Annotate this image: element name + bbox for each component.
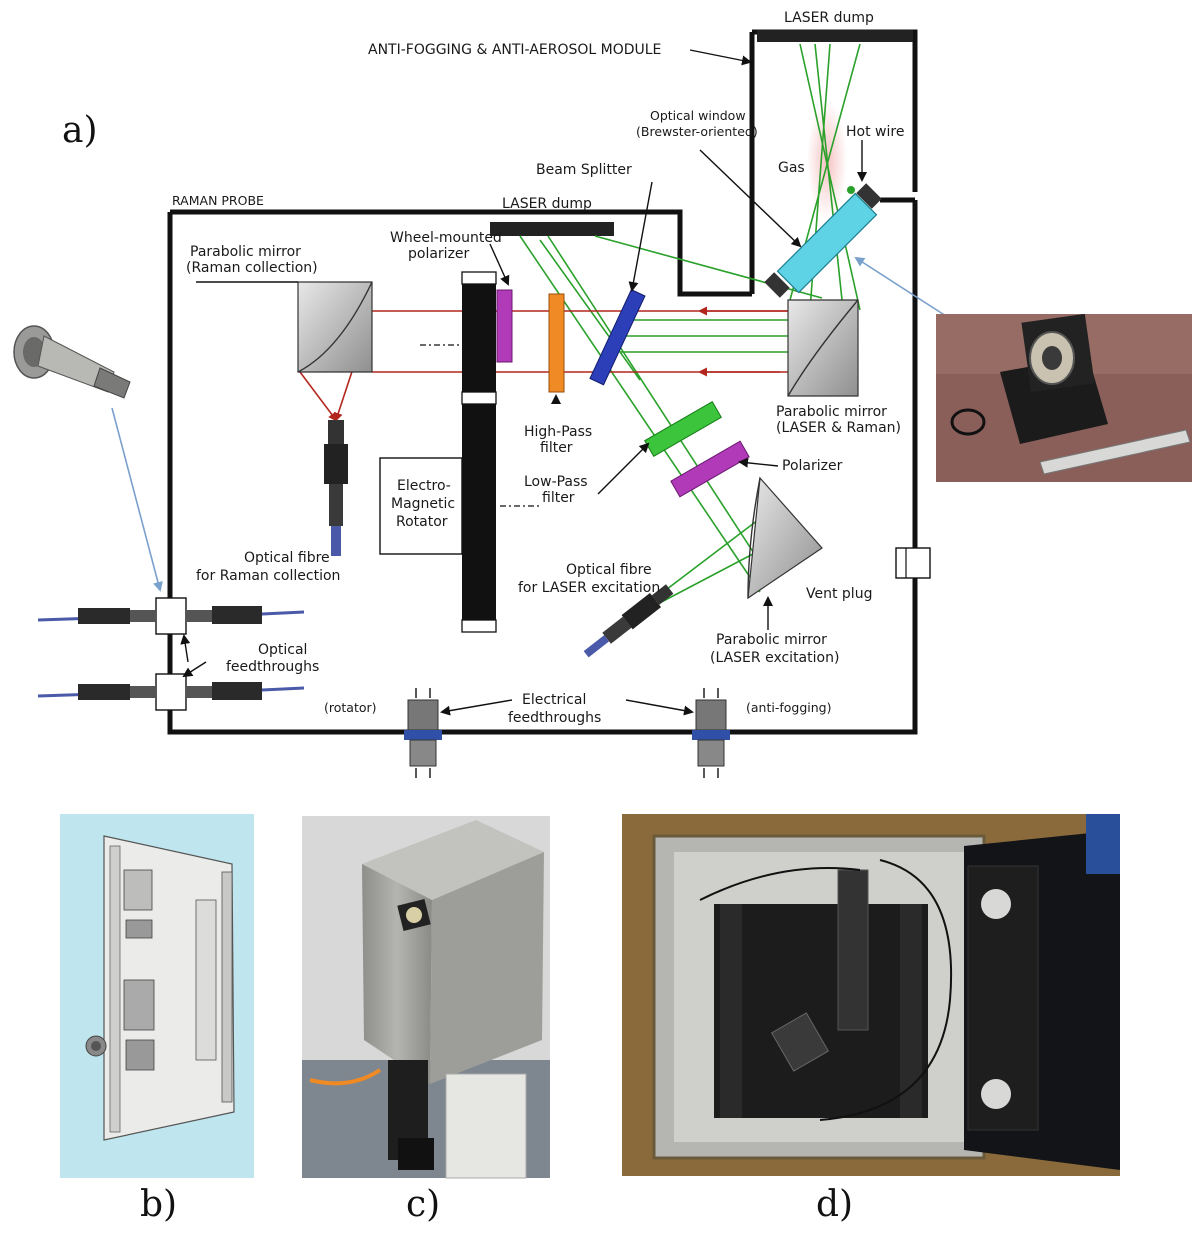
parabolic-mirror-raman [297, 281, 373, 373]
label-wheel-pol-2: polarizer [408, 246, 470, 262]
label-fibre-raman-2: for Raman collection [196, 568, 340, 584]
label-parabolic-raman-2: (Raman collection) [186, 260, 318, 276]
optical-fibre-laser [583, 584, 674, 658]
label-optical-feed-2: feedthroughs [226, 659, 319, 675]
parabolic-mirror-laser-raman [787, 299, 859, 397]
label-vent-plug: Vent plug [806, 586, 872, 602]
label-emr-2: Magnetic [391, 496, 455, 512]
label-electrical-feed-1: Electrical [522, 692, 586, 708]
wheel-polarizer-column [461, 271, 497, 633]
high-pass-filter [548, 293, 565, 393]
laser-dump-top [757, 30, 913, 42]
panel-label-d: d) [816, 1184, 853, 1225]
panel-c-photo [302, 816, 550, 1179]
label-raman-probe: RAMAN PROBE [172, 193, 264, 208]
hot-wire [847, 186, 855, 194]
label-laser-dump-top: LASER dump [784, 10, 874, 26]
label-anti-fogging: (anti-fogging) [746, 700, 831, 715]
label-emr-1: Electro- [397, 478, 451, 494]
label-hot-wire: Hot wire [846, 124, 904, 140]
low-pass-filter [644, 401, 722, 457]
electrical-feedthrough-antifog [692, 688, 730, 778]
label-low-pass-2: filter [542, 490, 575, 506]
label-anti-fog-module: ANTI-FOGGING & ANTI-AEROSOL MODULE [368, 42, 661, 58]
label-fibre-raman-1: Optical fibre [244, 550, 330, 566]
label-parabolic-laser-raman-2: (LASER & Raman) [776, 420, 901, 436]
optical-window [764, 183, 882, 298]
label-fibre-laser-1: Optical fibre [566, 562, 652, 578]
label-optical-window-2: (Brewster-oriented) [636, 124, 758, 139]
label-emr-3: Rotator [396, 514, 448, 530]
panel-b-cad [60, 814, 254, 1178]
label-parabolic-exc-2: (LASER excitation) [710, 650, 839, 666]
electro-magnetic-rotator [379, 457, 463, 555]
label-beam-splitter: Beam Splitter [536, 162, 632, 178]
label-fibre-laser-2: for LASER excitation [518, 580, 660, 596]
label-optical-window-1: Optical window [650, 108, 746, 123]
panel-label-b: b) [140, 1184, 177, 1225]
label-gas: Gas [778, 160, 805, 176]
label-high-pass-2: filter [540, 440, 573, 456]
panel-a-labels: LASER dump ANTI-FOGGING & ANTI-AEROSOL M… [172, 10, 904, 726]
label-parabolic-laser-raman-1: Parabolic mirror [776, 404, 887, 420]
label-optical-feed-1: Optical [258, 642, 307, 658]
beam-splitter [589, 288, 646, 386]
label-wheel-pol-1: Wheel-mounted [390, 230, 502, 246]
leader-arrows [111, 49, 947, 716]
window-mount-photo [936, 313, 1192, 482]
label-high-pass-1: High-Pass [524, 424, 592, 440]
parabolic-mirror-excitation [747, 476, 823, 600]
raman-beams [299, 306, 858, 422]
connector-photo [13, 325, 131, 399]
wheel-polarizer-element [496, 289, 513, 363]
label-parabolic-exc-1: Parabolic mirror [716, 632, 827, 648]
label-polarizer: Polarizer [782, 458, 843, 474]
label-laser-dump-mid: LASER dump [502, 196, 592, 212]
optical-fibre-raman [324, 420, 348, 556]
polarizer-element [670, 440, 750, 498]
laser-dump-mid [490, 222, 614, 236]
label-parabolic-raman-1: Parabolic mirror [190, 244, 301, 260]
label-rotator: (rotator) [324, 700, 377, 715]
panel-label-a: a) [62, 110, 98, 151]
optical-feedthroughs [37, 597, 305, 711]
panel-label-c: c) [406, 1184, 440, 1225]
label-electrical-feed-2: feedthroughs [508, 710, 601, 726]
panel-d-photo [622, 814, 1120, 1176]
electrical-feedthrough-rotator [404, 688, 442, 778]
vent-plug [895, 547, 931, 579]
label-low-pass-1: Low-Pass [524, 474, 588, 490]
